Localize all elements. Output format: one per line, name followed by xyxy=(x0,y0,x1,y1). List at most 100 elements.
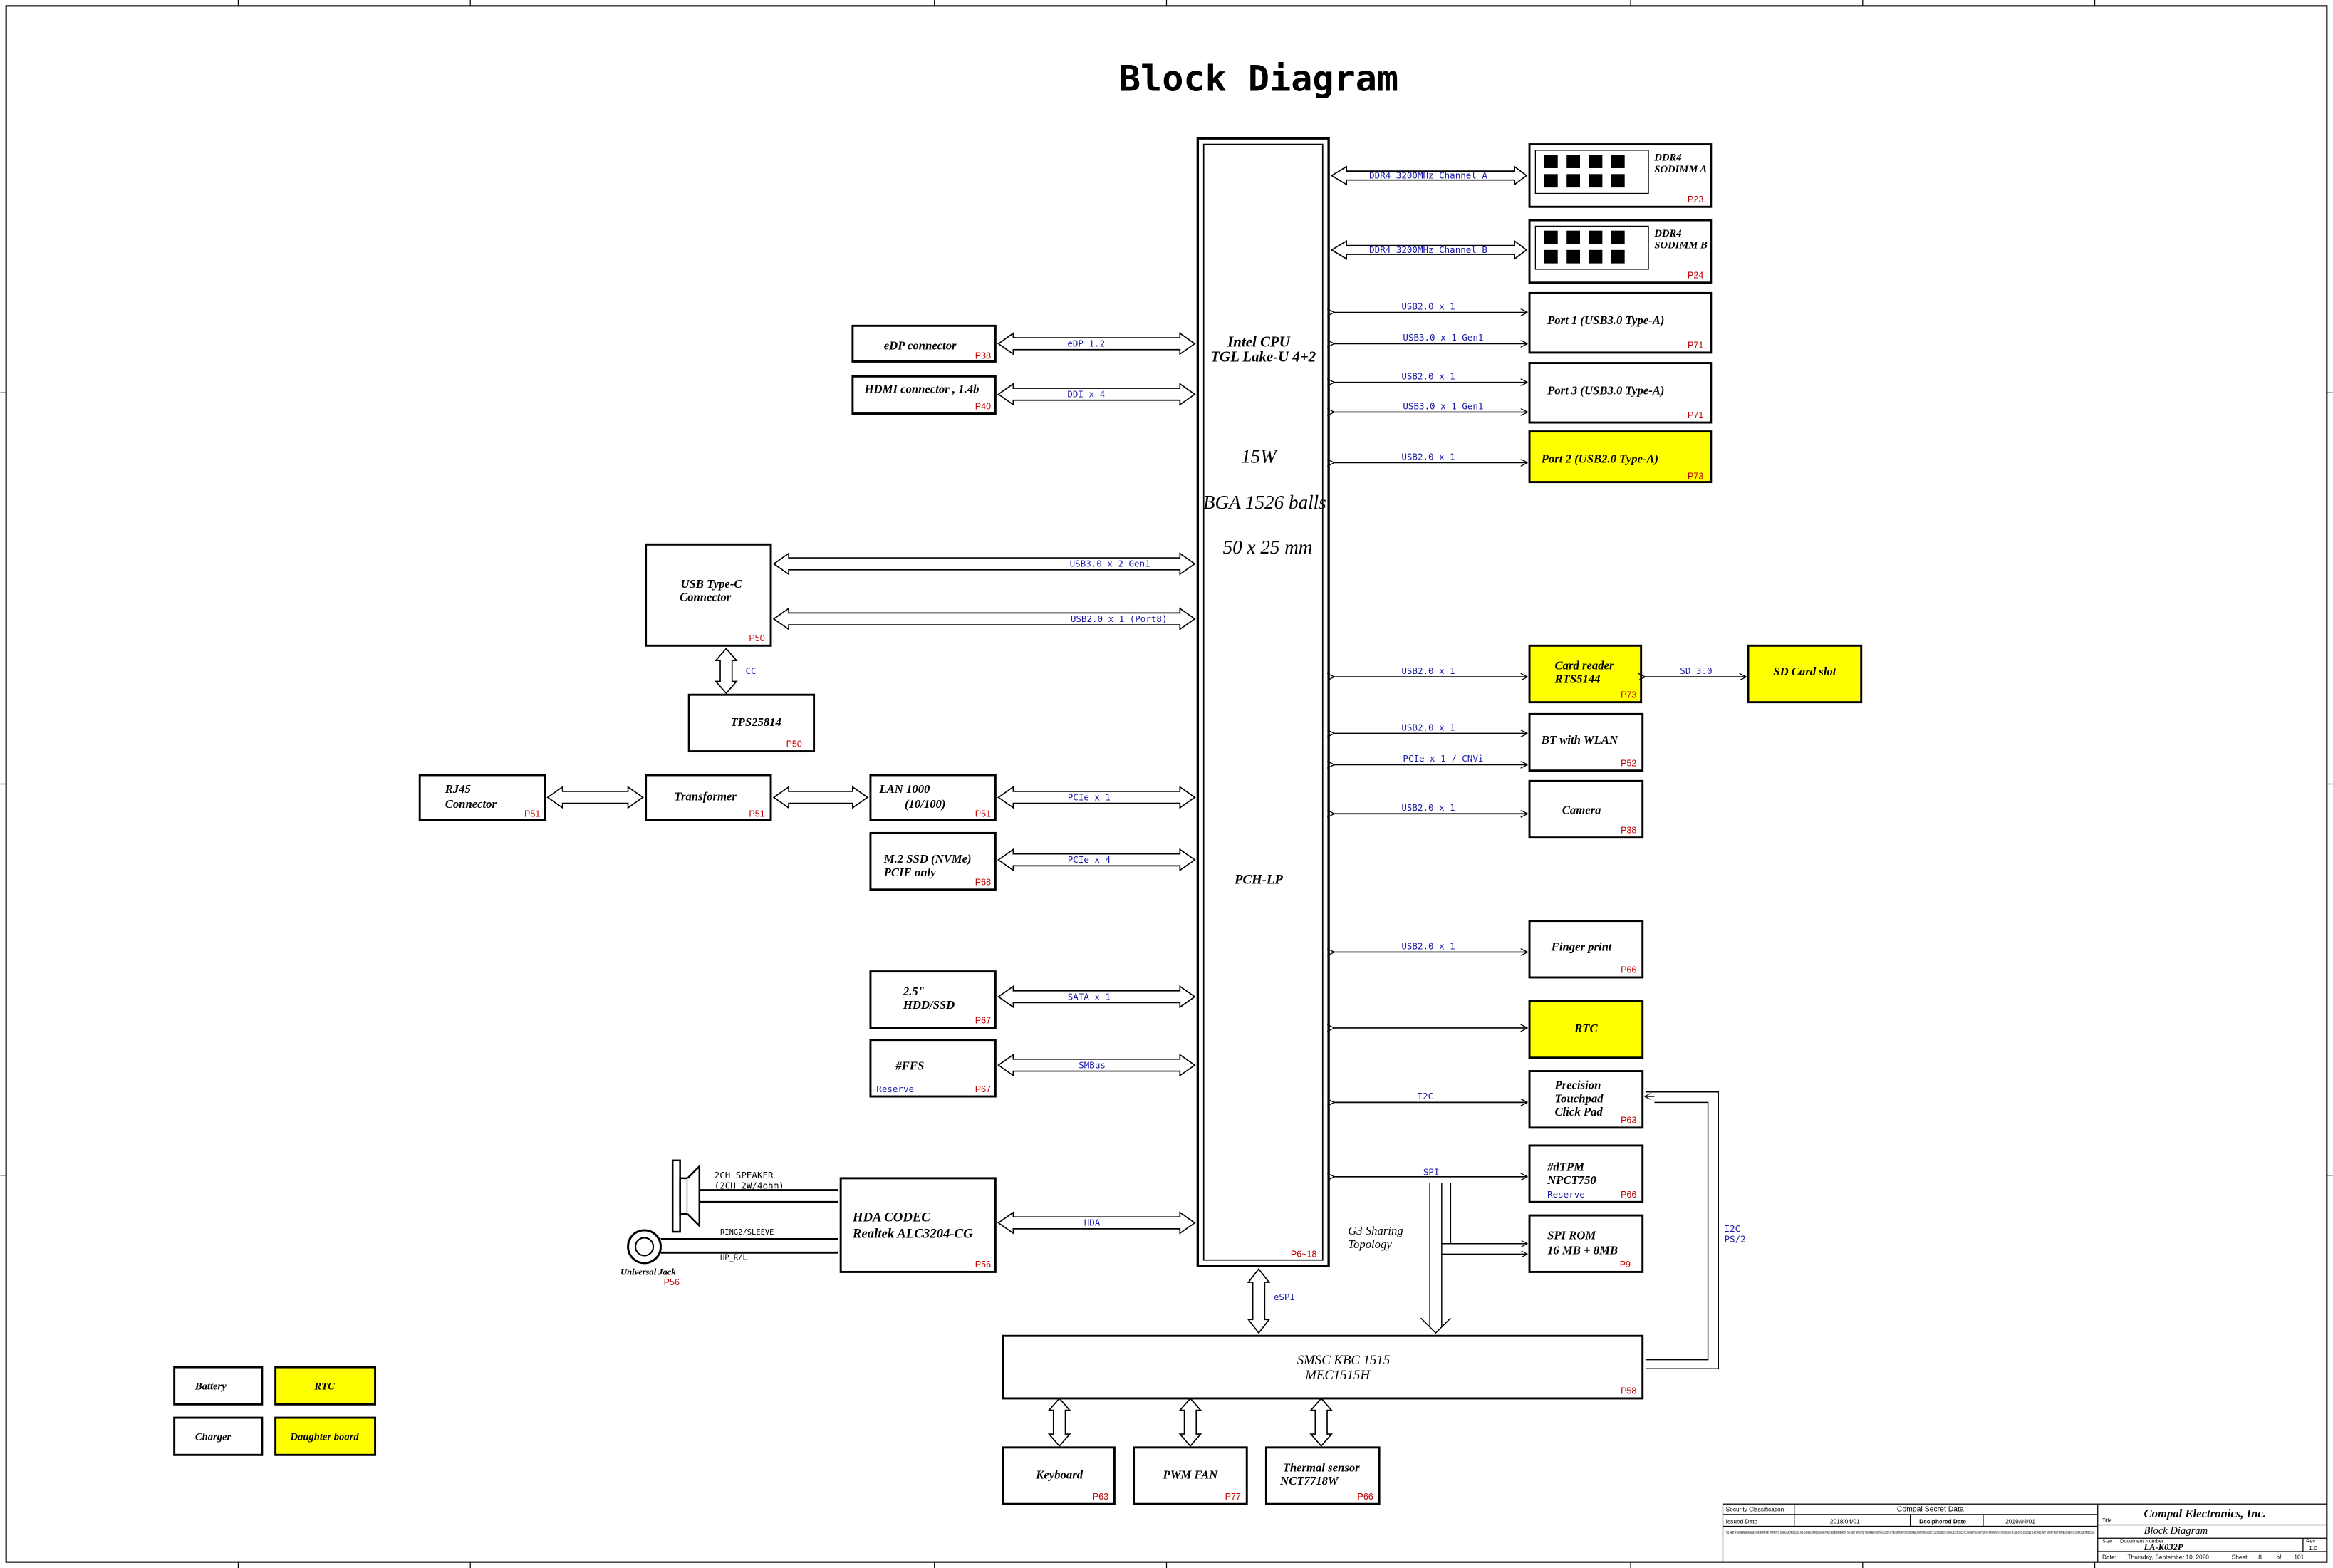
universal-jack-label: Universal Jack xyxy=(620,1267,676,1277)
svg-text:USB2.0 x 1 (Port8): USB2.0 x 1 (Port8) xyxy=(1071,613,1168,624)
page-title: Block Diagram xyxy=(1119,57,1398,99)
svg-text:DDI x 4: DDI x 4 xyxy=(1067,389,1105,400)
keyboard-label: Keyboard xyxy=(1035,1468,1083,1482)
legend-rtc xyxy=(274,1366,377,1406)
sd-card-slot-label: SD Card slot xyxy=(1773,665,1836,678)
sodimm-b-label: DDR4 xyxy=(1653,228,1681,239)
keyboard-block xyxy=(1002,1446,1116,1505)
svg-text:Connector: Connector xyxy=(445,797,497,811)
rj45-block xyxy=(418,774,546,821)
pwm-fan-label: PWM FAN xyxy=(1162,1468,1218,1482)
svg-text:P63: P63 xyxy=(1621,1116,1636,1126)
svg-text:P50: P50 xyxy=(749,633,764,643)
svg-text:of: of xyxy=(2276,1553,2282,1560)
m2-ssd-label: M.2 SSD (NVMe) xyxy=(883,852,972,866)
svg-text:(2CH 2W/4ohm): (2CH 2W/4ohm) xyxy=(715,1180,784,1191)
pch-label: PCH-LP xyxy=(1234,872,1283,887)
svg-text:USB2.0 x 1: USB2.0 x 1 xyxy=(1401,451,1455,462)
svg-text:RING2/SLEEVE: RING2/SLEEVE xyxy=(720,1228,774,1237)
dimm-chips-icon xyxy=(1544,155,1625,188)
ffs-label: #FFS xyxy=(895,1059,924,1072)
svg-text:USB2.0 x 1: USB2.0 x 1 xyxy=(1401,665,1455,676)
spi-rom-label: SPI ROM xyxy=(1547,1229,1596,1242)
svg-text:PCIe x 1: PCIe x 1 xyxy=(1068,791,1111,802)
rtc-block xyxy=(1528,1000,1644,1059)
svg-text:P67: P67 xyxy=(975,1016,991,1026)
svg-text:P50: P50 xyxy=(786,739,802,749)
svg-text:P38: P38 xyxy=(1621,825,1636,835)
svg-text:NPCT750: NPCT750 xyxy=(1547,1173,1596,1187)
svg-text:Compal Secret Data: Compal Secret Data xyxy=(1897,1506,1964,1514)
svg-text:1.0: 1.0 xyxy=(2309,1544,2317,1552)
rj45-label: RJ45 xyxy=(445,782,471,796)
svg-text:HDD/SSD: HDD/SSD xyxy=(903,998,955,1012)
svg-text:P24: P24 xyxy=(1688,271,1703,281)
edp-connector-block xyxy=(851,324,997,363)
svg-text:2019/04/01: 2019/04/01 xyxy=(2005,1517,2035,1525)
usb-type-c-label: USB Type-C xyxy=(680,577,742,591)
svg-text:Sheet: Sheet xyxy=(2232,1553,2248,1560)
svg-text:8: 8 xyxy=(2258,1553,2262,1560)
bt-wlan-block xyxy=(1528,712,1644,772)
kbc-label: SMSC KBC 1515 xyxy=(1297,1353,1390,1368)
usb-port3-label: Port 3 (USB3.0 Type-A) xyxy=(1547,383,1664,397)
dtpm-block xyxy=(1528,1144,1644,1203)
cpu-page: P6~18 xyxy=(1291,1250,1317,1260)
bt-wlan-label: BT with WLAN xyxy=(1541,733,1618,747)
usb-port3-block xyxy=(1528,362,1713,424)
title-block-notice: THIS SHEET OF ENGINEERING DRAWING IS THE… xyxy=(1726,1531,2095,1535)
transformer-block xyxy=(645,774,772,821)
svg-text:HP_R/L: HP_R/L xyxy=(720,1254,747,1262)
transformer-label: Transformer xyxy=(674,789,737,803)
cpu-name: Intel CPU xyxy=(1227,333,1290,351)
svg-text:P40: P40 xyxy=(975,401,991,411)
spi-topology-lines xyxy=(1420,1091,1719,1369)
svg-text:RTC: RTC xyxy=(313,1381,335,1392)
svg-text:USB3.0 x 1 Gen1: USB3.0 x 1 Gen1 xyxy=(1403,332,1483,343)
svg-text:USB2.0 x 1: USB2.0 x 1 xyxy=(1401,371,1455,382)
svg-text:Deciphered Date: Deciphered Date xyxy=(1919,1517,1966,1525)
kbc-block xyxy=(1002,1334,1644,1400)
svg-text:P73: P73 xyxy=(1621,690,1636,700)
svg-text:Reserve: Reserve xyxy=(1547,1189,1585,1200)
svg-text:SODIMM B: SODIMM B xyxy=(1654,240,1708,251)
svg-text:Battery: Battery xyxy=(194,1381,227,1392)
lan-label: LAN 1000 xyxy=(878,782,930,796)
svg-text:Charger: Charger xyxy=(195,1431,232,1443)
svg-text:PCIe x 4: PCIe x 4 xyxy=(1068,854,1111,865)
cpu-size: 50 x 25 mm xyxy=(1223,536,1313,558)
svg-text:PCIE only: PCIE only xyxy=(883,866,936,879)
svg-text:P71: P71 xyxy=(1688,410,1703,420)
svg-text:Title: Title xyxy=(2102,1517,2112,1523)
usb-port2-label: Port 2 (USB2.0 Type-A) xyxy=(1541,452,1658,465)
svg-text:2018/04/01: 2018/04/01 xyxy=(1830,1517,1860,1525)
usb-port1-label: Port 1 (USB3.0 Type-A) xyxy=(1547,313,1664,327)
tps25814-block xyxy=(687,693,816,753)
svg-text:DDR4 3200MHz Channel A: DDR4 3200MHz Channel A xyxy=(1369,170,1487,181)
svg-text:LA-K032P: LA-K032P xyxy=(2143,1542,2183,1552)
hdmi-connector-label: HDMI connector , 1.4b xyxy=(864,382,980,395)
legend-battery xyxy=(173,1366,264,1406)
svg-text:P56: P56 xyxy=(975,1260,991,1270)
svg-text:P23: P23 xyxy=(1688,194,1703,204)
speaker-label: 2CH SPEAKER xyxy=(715,1170,774,1180)
svg-text:101: 101 xyxy=(2294,1553,2304,1560)
svg-text:P68: P68 xyxy=(975,877,991,887)
svg-text:SPI: SPI xyxy=(1423,1167,1440,1178)
svg-text:PCIe x 1 / CNVi: PCIe x 1 / CNVi xyxy=(1403,753,1483,764)
svg-text:Connector: Connector xyxy=(680,591,732,604)
svg-text:P67: P67 xyxy=(975,1084,991,1094)
thermal-sensor-label: Thermal sensor xyxy=(1283,1460,1361,1474)
dimm-chips-icon xyxy=(1544,230,1625,264)
svg-text:USB2.0 x 1: USB2.0 x 1 xyxy=(1401,940,1455,951)
hdd-ssd-label: 2.5" xyxy=(903,985,925,998)
svg-text:Topology: Topology xyxy=(1348,1237,1392,1251)
touchpad-label: Precision xyxy=(1554,1079,1601,1092)
svg-text:PS/2: PS/2 xyxy=(1725,1234,1746,1245)
svg-text:Size: Size xyxy=(2102,1537,2112,1544)
svg-text:Thursday, September 10, 2020: Thursday, September 10, 2020 xyxy=(2128,1553,2210,1560)
card-reader-label: Card reader xyxy=(1555,659,1614,673)
svg-text:Issued Date: Issued Date xyxy=(1726,1517,1758,1525)
card-reader-block xyxy=(1528,644,1643,704)
hdmi-connector-block xyxy=(851,375,997,415)
